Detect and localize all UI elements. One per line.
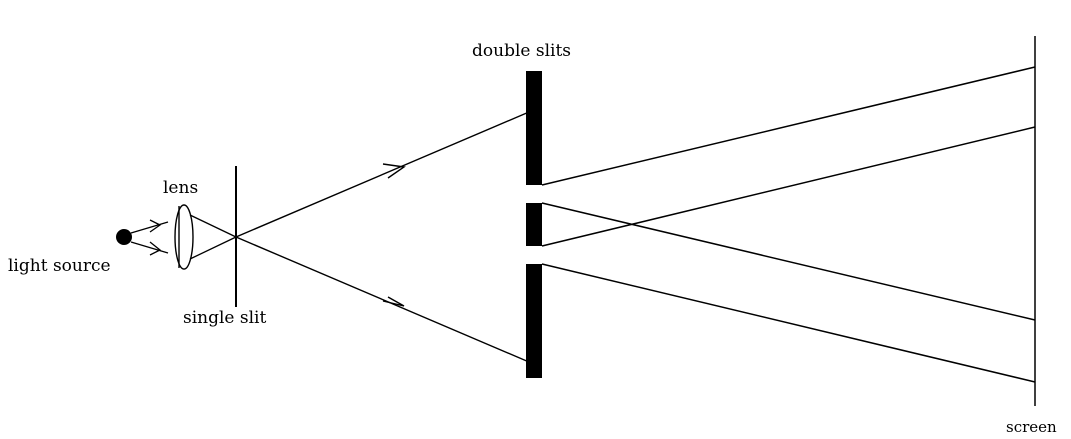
lens — [174, 204, 194, 270]
lens-label: lens — [163, 178, 199, 198]
light-source-label: light source — [8, 256, 111, 276]
single-slit-label: single slit — [183, 308, 267, 328]
slit-to-double-rays — [235, 111, 530, 363]
double-slit-barrier — [526, 71, 542, 378]
screen-label: screen — [1006, 418, 1057, 436]
slit-to-screen-rays — [541, 66, 1036, 383]
light-source-dot — [116, 229, 132, 245]
double-slits-label: double slits — [472, 41, 572, 61]
lens-to-slit-rays — [189, 214, 237, 260]
source-to-lens-rays — [130, 219, 169, 256]
